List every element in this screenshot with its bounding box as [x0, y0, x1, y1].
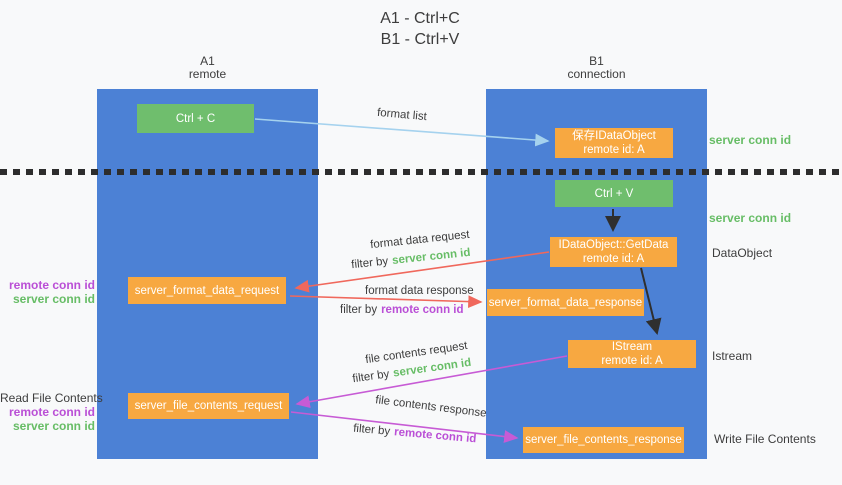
server-format-data-request-label: server_format_data_request [134, 284, 280, 297]
conn-id-pair-left-1: remote conn id server conn id [0, 278, 95, 306]
getdata-to-istream-arrow [640, 267, 662, 335]
title-line-2: B1 - Ctrl+V [380, 31, 460, 48]
server-file-contents-request-box: server_file_contents_request [128, 393, 289, 419]
file-contents-response-arrow [290, 411, 519, 443]
conn-id-pair-left-2: remote conn id server conn id [0, 405, 95, 433]
save-idataobject-line2: remote id: A [583, 144, 645, 156]
file-contents-request-arrow [295, 355, 568, 409]
format-data-response-label: format data response [365, 285, 474, 297]
getdata-line1: IDataObject::GetData [558, 239, 669, 251]
read-file-contents-label: Read File Contents [0, 391, 103, 405]
server-format-data-response-box: server_format_data_response [487, 289, 644, 316]
server-file-contents-response-box: server_file_contents_response [523, 427, 684, 453]
remote-conn-id-label-left-2: remote conn id [8, 405, 95, 419]
column-a1-sub: remote [188, 67, 227, 81]
istream-box: IStream remote id: A [568, 340, 696, 368]
diagram-title: A1 - Ctrl+C B1 - Ctrl+V [320, 8, 520, 50]
istream-line1: IStream [611, 341, 653, 353]
ctrl-c-label: Ctrl + C [175, 112, 216, 125]
dataobject-label: DataObject [712, 246, 773, 260]
format-data-request-arrow [294, 251, 550, 293]
getdata-line2: remote id: A [582, 253, 645, 265]
server-conn-id-label-right-2: server conn id [709, 211, 792, 225]
title-line-1: A1 - Ctrl+C [380, 10, 460, 27]
server-format-data-request-box: server_format_data_request [128, 277, 286, 304]
ctrl-c-box: Ctrl + C [137, 104, 254, 133]
column-b1-header: B1 connection [486, 55, 707, 81]
remote-conn-id-label-left-1: remote conn id [8, 278, 95, 292]
server-file-contents-response-label: server_file_contents_response [525, 434, 682, 446]
save-idataobject-box: 保存IDataObject remote id: A [555, 128, 673, 158]
server-conn-id-label-left-1: server conn id [12, 292, 95, 306]
format-list-arrow [254, 118, 550, 147]
getdata-box: IDataObject::GetData remote id: A [550, 237, 677, 267]
istream-line2: remote id: A [601, 355, 663, 367]
ctrl-v-box: Ctrl + V [555, 180, 673, 207]
save-idataobject-line1: 保存IDataObject [572, 130, 656, 142]
server-conn-id-label-left-2: server conn id [12, 419, 95, 433]
server-conn-id-label-right-1: server conn id [709, 133, 792, 147]
server-format-data-response-label: server_format_data_response [488, 296, 643, 309]
column-a1-name: A1 [200, 54, 215, 68]
ctrl-v-label: Ctrl + V [594, 187, 634, 200]
column-b1-sub: connection [567, 67, 626, 81]
write-file-contents-label: Write File Contents [714, 432, 816, 446]
server-file-contents-request-label: server_file_contents_request [134, 400, 283, 412]
column-a1-header: A1 remote [97, 55, 318, 81]
istream-side-label: Istream [712, 349, 753, 363]
column-b1-name: B1 [589, 54, 604, 68]
format-data-response-arrow [289, 295, 483, 308]
session-divider [0, 169, 842, 175]
